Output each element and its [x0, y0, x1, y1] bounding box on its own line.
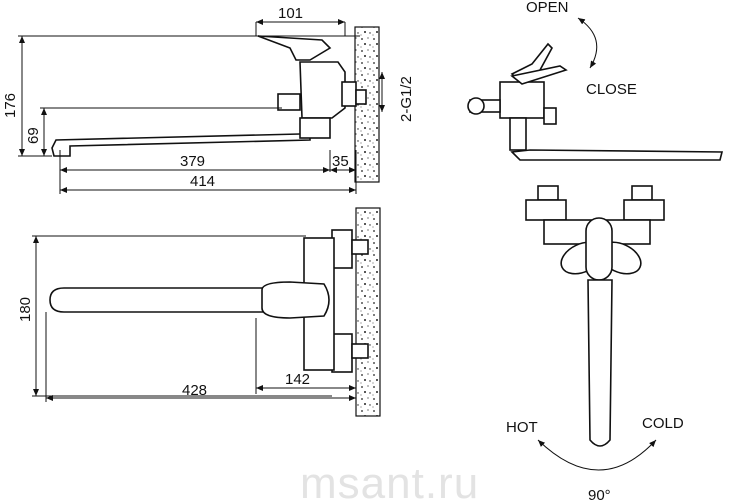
label-cold: COLD — [642, 415, 684, 432]
dim-top-width: 101 — [278, 5, 303, 22]
lever-side — [257, 35, 332, 61]
side-view: 101 176 69 2-G1/2 379 35 414 — [2, 5, 415, 194]
dim-spout-len: 379 — [180, 153, 205, 170]
front-view: HOT COLD 90° — [506, 185, 684, 504]
label-close: CLOSE — [586, 81, 637, 98]
wall-plan — [355, 207, 381, 417]
rotation-arrow — [537, 439, 657, 471]
spout-side — [51, 133, 311, 157]
dim-wall-gap: 35 — [332, 153, 349, 170]
dim-overall-len: 414 — [190, 173, 215, 190]
label-open: OPEN — [526, 0, 569, 16]
dim-plan-depth: 180 — [17, 297, 34, 322]
lever-closed — [510, 65, 568, 85]
spout-front — [587, 279, 613, 447]
operation-view: OPEN CLOSE — [467, 0, 724, 161]
lever-front — [585, 217, 613, 281]
dim-connection: 2-G1/2 — [398, 76, 415, 122]
watermark: msant.ru — [300, 459, 479, 504]
spout-plan — [49, 287, 301, 313]
plan-view: 180 428 142 — [17, 207, 381, 417]
dim-height-total: 176 — [2, 93, 19, 118]
dim-plan-body: 142 — [285, 371, 310, 388]
lever-plan — [261, 281, 330, 319]
spout-op — [510, 149, 724, 161]
dim-plan-len: 428 — [182, 382, 207, 399]
label-angle: 90° — [588, 487, 611, 504]
dim-height-spout: 69 — [25, 127, 42, 144]
mixer-body-side — [299, 61, 346, 119]
open-close-arrow — [577, 17, 598, 69]
label-hot: HOT — [506, 419, 538, 436]
